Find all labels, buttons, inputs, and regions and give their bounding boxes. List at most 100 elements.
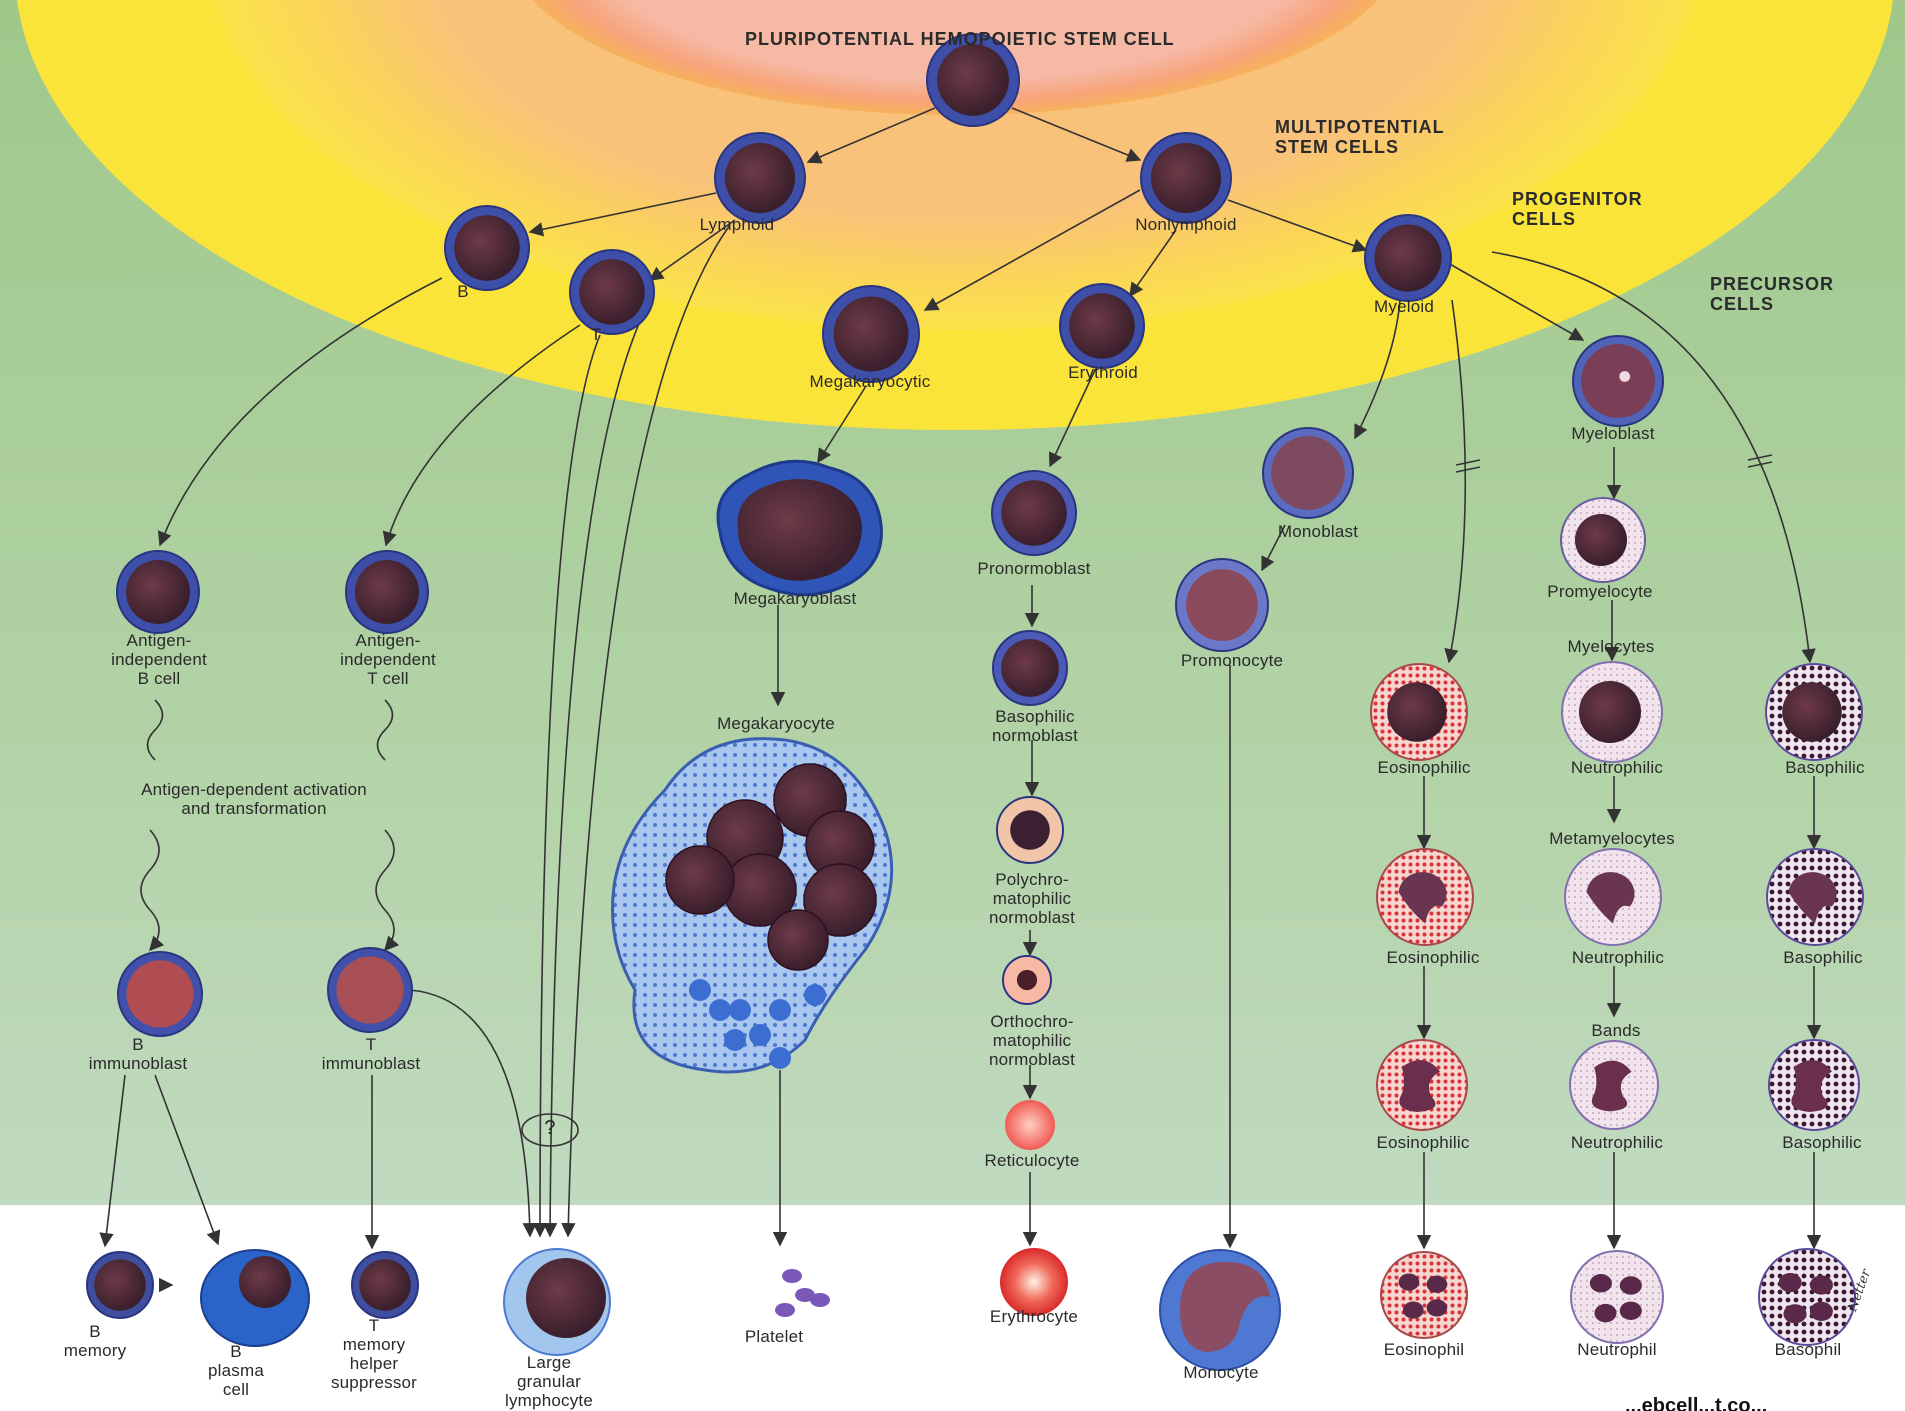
eosinophilic-band-cell — [1377, 1040, 1467, 1130]
eosinophilic-myelocyte-cell — [1371, 664, 1467, 760]
megakaryoblast-cell — [718, 461, 881, 594]
eosinophil-cell — [1381, 1252, 1467, 1338]
label-basophilic-band: Basophilic — [1782, 1133, 1862, 1152]
label-b: B — [457, 282, 469, 301]
label-monocyte: Monocyte — [1183, 1363, 1258, 1382]
antigen-independent-t-cell — [346, 551, 428, 633]
platelet-bud — [709, 999, 731, 1021]
b-memory-cell — [87, 1252, 153, 1318]
label-b-plasma-cell: B plasma cell — [208, 1342, 264, 1399]
b-immunoblast-cell — [118, 952, 202, 1036]
t-immunoblast-cell — [328, 948, 412, 1032]
label-eosinophilic-meta: Eosinophilic — [1386, 948, 1479, 967]
platelet-bud — [729, 999, 751, 1021]
label-antigen-independent-t: Antigen- independent T cell — [340, 631, 436, 688]
label-t-immunoblast: T immunoblast — [322, 1035, 421, 1073]
neutrophil-cell — [1571, 1251, 1663, 1343]
label-myeloid: Myeloid — [1374, 297, 1434, 316]
platelet-bud — [769, 999, 791, 1021]
label-reticulocyte: Reticulocyte — [985, 1151, 1080, 1170]
label-erythroid: Erythroid — [1068, 363, 1138, 382]
label-lymphoid: Lymphoid — [700, 215, 775, 234]
label-basophilic-myelocyte: Basophilic — [1785, 758, 1865, 777]
b-plasma-cell — [201, 1250, 309, 1346]
megakaryocyte-nucleus-lobe — [666, 846, 734, 914]
label-b-memory: B memory — [64, 1322, 127, 1360]
label-neutrophilic-myelocyte: Neutrophilic — [1571, 758, 1663, 777]
label-metamyelocytes: Metamyelocytes — [1549, 829, 1675, 848]
neutrophilic-band-cell — [1570, 1041, 1658, 1129]
platelet-bud — [689, 979, 711, 1001]
label-b-immunoblast: B immunoblast — [89, 1035, 188, 1073]
label-t: T — [591, 325, 602, 344]
label-promonocyte: Promonocyte — [1181, 651, 1283, 670]
basophilic-band-cell — [1769, 1040, 1859, 1130]
label-neutrophilic-band: Neutrophilic — [1571, 1133, 1663, 1152]
label-eosinophil: Eosinophil — [1384, 1340, 1464, 1359]
neutrophilic-metamyelocyte-cell — [1565, 849, 1661, 945]
erythrocyte-cell — [1000, 1248, 1068, 1316]
label-megakaryoblast: Megakaryoblast — [734, 589, 857, 608]
label-neutrophil: Neutrophil — [1577, 1340, 1657, 1359]
label-myelocytes: Myelocytes — [1567, 637, 1654, 656]
label-neutrophilic-meta: Neutrophilic — [1572, 948, 1664, 967]
label-orthochromatophilic: Orthochro- matophilic normoblast — [989, 1012, 1075, 1069]
label-erythrocyte: Erythrocyte — [990, 1307, 1078, 1326]
label-antigen-independent-b: Antigen- independent B cell — [111, 631, 207, 688]
platelet-bud — [749, 1024, 771, 1046]
label-antigen-dependent: Antigen-dependent activation and transfo… — [141, 780, 367, 818]
b-progenitor-cell — [445, 206, 529, 290]
label-promyelocyte: Promyelocyte — [1547, 582, 1652, 601]
label-megakaryocyte: Megakaryocyte — [717, 714, 835, 733]
neutrophilic-myelocyte-cell — [1562, 662, 1662, 762]
label-platelet: Platelet — [745, 1327, 803, 1346]
pronormoblast-cell — [992, 471, 1076, 555]
reticulocyte-cell — [1005, 1100, 1055, 1150]
promyelocyte-cell — [1561, 498, 1645, 582]
label-megakaryocytic: Megakaryocytic — [810, 372, 931, 391]
heading-progenitor: PROGENITOR CELLS — [1512, 189, 1643, 229]
label-basophilic-normoblast: Basophilic normoblast — [992, 707, 1078, 745]
platelet-cell — [775, 1303, 795, 1317]
platelet-cell — [782, 1269, 802, 1283]
t-memory-cell — [352, 1252, 418, 1318]
footer-url: ...ebcell...t.co... — [1625, 1395, 1767, 1411]
megakaryocyte-nucleus-lobe — [768, 910, 828, 970]
myeloid-progenitor-cell — [1365, 215, 1451, 301]
platelet-bud — [769, 1047, 791, 1069]
monoblast-cell — [1263, 428, 1353, 518]
label-nonlymphoid: Nonlymphoid — [1135, 215, 1236, 234]
label-eosinophilic-myelocyte: Eosinophilic — [1377, 758, 1470, 777]
orthochromatophilic-normoblast-cell — [1003, 956, 1051, 1004]
megakaryocytic-progenitor-cell — [823, 286, 919, 382]
basophil-cell — [1759, 1249, 1855, 1345]
label-eosinophilic-band: Eosinophilic — [1376, 1133, 1469, 1152]
basophilic-myelocyte-cell — [1766, 664, 1862, 760]
label-basophilic-meta: Basophilic — [1783, 948, 1863, 967]
basophilic-normoblast-cell — [993, 631, 1067, 705]
platelet-bud — [724, 1029, 746, 1051]
erythroid-progenitor-cell — [1060, 284, 1144, 368]
label-monoblast: Monoblast — [1278, 522, 1358, 541]
heading-multipotential: MULTIPOTENTIAL STEM CELLS — [1275, 117, 1445, 157]
label-question: ? — [544, 1119, 555, 1138]
basophilic-metamyelocyte-cell — [1767, 849, 1863, 945]
label-bands: Bands — [1591, 1021, 1640, 1040]
polychromatophilic-normoblast-cell — [997, 797, 1063, 863]
platelet-cell — [810, 1293, 830, 1307]
platelet-bud — [804, 984, 826, 1006]
antigen-independent-b-cell — [117, 551, 199, 633]
large-granular-lymphocyte-cell — [504, 1249, 610, 1355]
t-progenitor-cell — [570, 250, 654, 334]
eosinophilic-metamyelocyte-cell — [1377, 849, 1473, 945]
nonlymphoid-stem-cell — [1141, 133, 1231, 223]
label-pronormoblast: Pronormoblast — [977, 559, 1090, 578]
monocyte-cell — [1160, 1250, 1280, 1370]
myeloblast-cell — [1573, 336, 1663, 426]
heading-precursor: PRECURSOR CELLS — [1710, 274, 1834, 314]
label-basophil: Basophil — [1775, 1340, 1842, 1359]
label-polychromatophilic: Polychro- matophilic normoblast — [989, 870, 1075, 927]
label-large-granular-lymphocyte: Large granular lymphocyte — [505, 1353, 593, 1410]
heading-stem-cell: PLURIPOTENTIAL HEMOPOIETIC STEM CELL — [745, 29, 1175, 49]
